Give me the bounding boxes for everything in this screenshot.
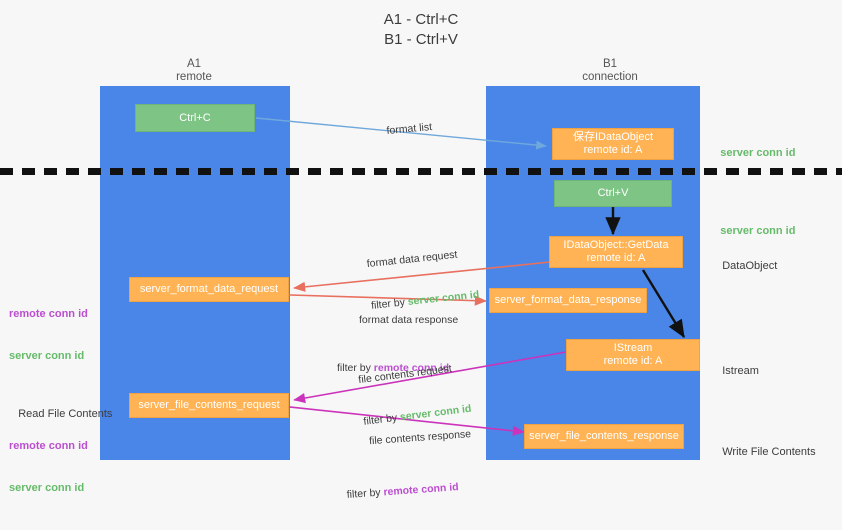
node-server-file-contents-request-label: server_file_contents_request [138, 399, 280, 411]
flow-label-file-contents-response-title: file contents response [368, 428, 472, 448]
node-server-format-data-response-label: server_format_data_response [494, 294, 642, 306]
node-save-idataobject-line2: remote id: A [583, 144, 643, 156]
flow-label-format-data-response-filter: filter by remote conn id [337, 355, 458, 375]
flow-label-format-data-response-title: format data response [359, 314, 459, 326]
node-istream[interactable]: IStream remote id: A [566, 339, 700, 371]
flow-label-format-data-request-title: format data request [366, 248, 458, 271]
column-header-b1: B1 connection [520, 58, 700, 84]
left-label-remote-conn-id-1: remote conn id [9, 308, 88, 320]
right-label-istream: Istream [710, 350, 759, 392]
node-save-idataobject-line1: 保存IDataObject [572, 131, 654, 143]
flow-label-format-list-text: format list [386, 121, 433, 137]
filter-prefix: filter by [337, 362, 374, 374]
node-server-format-data-request-label: server_format_data_request [139, 283, 279, 295]
column-header-b1-name: B1 [602, 58, 618, 70]
node-idataobject-getdata[interactable]: IDataObject::GetData remote id: A [549, 236, 683, 268]
left-label-remote-conn-id-2: remote conn id [9, 440, 88, 452]
left-label-read-file-contents: Read File Contents [6, 393, 112, 435]
column-header-b1-sub: connection [582, 71, 638, 83]
node-ctrl-v[interactable]: Ctrl+V [554, 180, 672, 207]
node-istream-line2: remote id: A [603, 355, 663, 367]
right-label-dataobject-text: DataObject [722, 260, 778, 272]
column-header-a1: A1 remote [104, 58, 284, 84]
right-label-server-conn-id-mid: server conn id [708, 210, 795, 252]
flow-label-format-list: format list [373, 106, 434, 153]
flow-label-file-contents-request-title: file contents request [357, 362, 453, 387]
page-title: A1 - Ctrl+C B1 - Ctrl+V [0, 10, 842, 50]
filter-key: remote conn id [383, 481, 459, 499]
node-server-file-contents-response-label: server_file_contents_response [529, 430, 679, 442]
left-label-read-file-contents-text: Read File Contents [18, 408, 113, 420]
filter-prefix: filter by [346, 486, 384, 501]
title-line-2: B1 - Ctrl+V [384, 31, 458, 48]
node-server-format-data-response[interactable]: server_format_data_response [489, 288, 647, 313]
column-header-a1-sub: remote [176, 71, 212, 83]
node-server-file-contents-request[interactable]: server_file_contents_request [129, 393, 289, 418]
node-ctrl-v-label: Ctrl+V [597, 187, 629, 199]
diagram-canvas: A1 - Ctrl+C B1 - Ctrl+V A1 remote B1 conn… [0, 10, 842, 501]
right-label-server-conn-id-top: server conn id [708, 132, 795, 174]
left-label-conn-id-group-2: remote conn id server conn id [9, 411, 88, 523]
node-idataobject-getdata-line2: remote id: A [586, 252, 646, 264]
right-label-write-file-contents-text: Write File Contents [722, 446, 816, 458]
filter-key: remote conn id [373, 362, 450, 374]
right-label-write-file-contents: Write File Contents [710, 431, 816, 473]
flow-label-file-contents-response: file contents response filter by remote … [341, 399, 477, 530]
right-label-istream-text: Istream [722, 365, 759, 377]
flow-label-format-data-response: format data response filter by remote co… [337, 285, 458, 403]
column-header-a1-name: A1 [186, 58, 202, 70]
left-label-server-conn-id-1: server conn id [9, 350, 85, 362]
node-idataobject-getdata-line1: IDataObject::GetData [563, 239, 669, 251]
flow-label-file-contents-response-filter: filter by remote conn id [346, 469, 476, 502]
left-label-server-conn-id-2: server conn id [9, 482, 85, 494]
node-ctrl-c-label: Ctrl+C [179, 111, 211, 124]
right-label-dataobject: DataObject [710, 245, 777, 287]
left-label-conn-id-group-1: remote conn id server conn id [9, 279, 88, 391]
title-line-1: A1 - Ctrl+C [383, 11, 459, 28]
node-istream-line1: IStream [613, 342, 653, 354]
phase-divider [0, 168, 842, 175]
node-ctrl-c[interactable]: Ctrl+C [135, 104, 255, 132]
node-server-file-contents-response[interactable]: server_file_contents_response [524, 424, 684, 449]
right-label-server-conn-id-mid-text: server conn id [720, 225, 796, 237]
right-label-server-conn-id-top-text: server conn id [720, 147, 796, 159]
node-server-format-data-request[interactable]: server_format_data_request [129, 277, 289, 302]
node-save-idataobject[interactable]: 保存IDataObject remote id: A [552, 128, 674, 160]
